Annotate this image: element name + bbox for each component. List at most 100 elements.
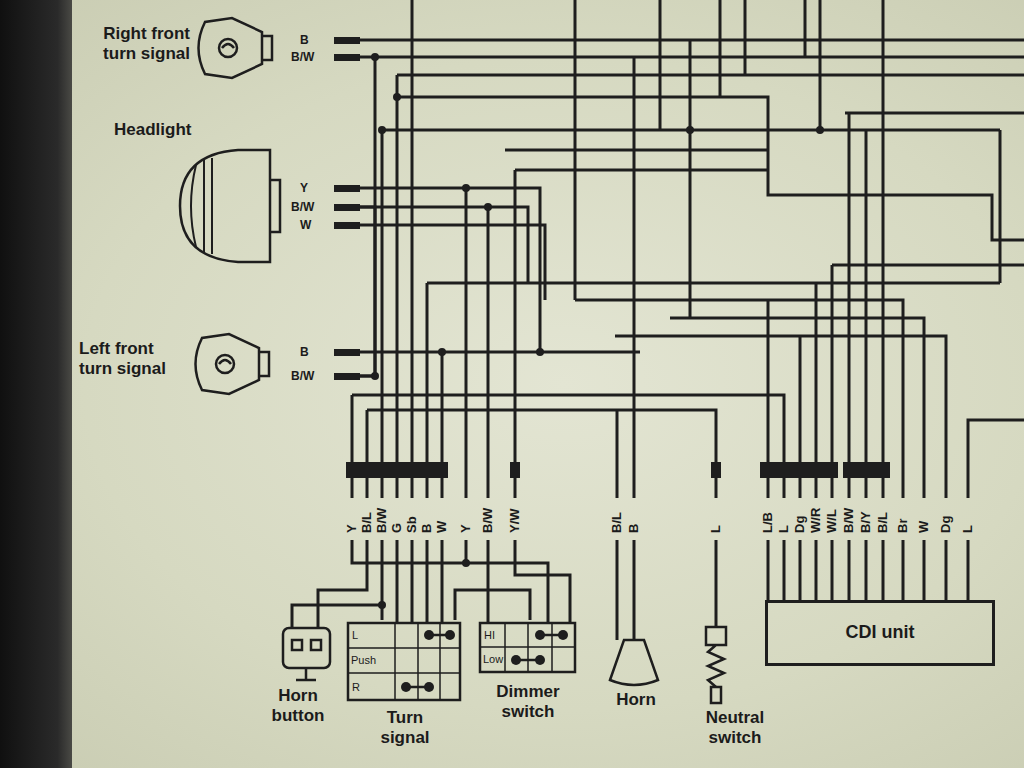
wire-color-code: Y (345, 524, 359, 533)
turn-signal-lamp: Right front turn signal (80, 18, 360, 82)
wire (292, 605, 382, 622)
wire-color-code: W (300, 218, 311, 232)
switch-table (480, 623, 575, 672)
switch-table (348, 623, 460, 700)
wire-color-code: W/R (809, 508, 823, 533)
wire-color-code: Y (300, 181, 308, 195)
bulb-symbol (216, 355, 234, 373)
contact-link (406, 635, 450, 687)
wire-color-code: W (917, 521, 931, 533)
lamp-symbol (199, 18, 273, 78)
wire-color-code: Sb (405, 516, 419, 533)
turn-signal-lamp: Left front turn signal (76, 335, 360, 395)
bulb-symbol (219, 39, 237, 57)
switch-position: R (352, 680, 360, 694)
wire (455, 590, 530, 620)
wire (360, 57, 375, 376)
lamp-symbol (196, 334, 270, 394)
component-name: Dimmer switch (484, 682, 572, 721)
headlight: Headlight (108, 118, 360, 268)
connector-block (760, 462, 838, 478)
wire-color-code: W (435, 521, 449, 533)
component-name: Horn button (256, 686, 340, 725)
wire (360, 207, 375, 376)
switch-position: Push (351, 653, 376, 667)
connector-block (843, 462, 890, 478)
plug (334, 349, 360, 356)
wire-color-code: B (627, 524, 641, 533)
contact-dot (535, 630, 545, 640)
junction-dots (371, 53, 824, 609)
wire-color-code: L/B (761, 512, 775, 533)
wire-color-code: B/W (291, 369, 314, 383)
junction-dot (393, 93, 401, 101)
wire-color-code: B (300, 345, 309, 359)
horn: Horn (598, 628, 678, 718)
junction-dot (378, 126, 386, 134)
wire-color-code: B/W (481, 508, 495, 533)
neutral-switch: Neutral switch (685, 612, 789, 760)
wire-color-code: B/W (375, 508, 389, 533)
wire-color-code: Br (896, 519, 910, 533)
contact-dot (511, 655, 521, 665)
plug (334, 54, 360, 61)
horn-button-symbol (283, 628, 330, 668)
contact-dot (445, 630, 455, 640)
junction-dot (686, 126, 694, 134)
connector-block (346, 462, 448, 478)
neutral-switch-symbol (706, 627, 726, 687)
wire-color-code: B/L (360, 512, 374, 533)
contact-dot (535, 655, 545, 665)
junction-dot (462, 559, 470, 567)
cdi-unit: CDI unit (765, 600, 995, 666)
component-name: CDI unit (768, 622, 992, 643)
switch-position: Low (483, 652, 503, 666)
wire-color-code: B/W (291, 200, 314, 214)
wire-color-code: G (390, 523, 404, 533)
component-name: Left front turn signal (79, 339, 191, 378)
wire-color-code: B (300, 33, 309, 47)
plug (334, 185, 360, 192)
wire-color-code: B (420, 524, 434, 533)
table-grid (480, 623, 575, 672)
plug (334, 204, 360, 211)
contact (292, 640, 302, 650)
contact-dot (558, 630, 568, 640)
wire-color-code: L (777, 525, 791, 533)
wire-color-code: L (961, 525, 975, 533)
wire-color-code: B/W (291, 50, 314, 64)
junction-dot (536, 348, 544, 356)
table-grid (348, 623, 460, 700)
wire-color-code: B/L (876, 512, 890, 533)
junction-dot (816, 126, 824, 134)
headlight-symbol (180, 150, 280, 262)
contact-dot (424, 682, 434, 692)
plug (334, 37, 360, 44)
wire-color-code: Dg (939, 516, 953, 533)
switch-position: L (352, 628, 358, 642)
junction-dot (484, 203, 492, 211)
horn-button: Horn button (256, 622, 344, 740)
wire-color-code: Y (459, 524, 473, 533)
component-name: Headlight (114, 120, 224, 140)
wire-color-code: B/Y (859, 511, 873, 533)
wire-color-code: W/L (825, 509, 839, 533)
lamp-symbols (180, 18, 280, 394)
headlight-lens (191, 158, 212, 254)
junction-dot (438, 348, 446, 356)
plug (334, 222, 360, 229)
switch-position: HI (484, 628, 495, 642)
photo-edge (0, 0, 72, 768)
wire-harness (292, 0, 1024, 640)
component-name: Right front turn signal (86, 24, 190, 63)
wire-color-code: B/L (610, 512, 624, 533)
turn-signal-switch: Turn signal (345, 620, 465, 760)
contact (311, 640, 321, 650)
filament (222, 44, 234, 48)
wire-color-code: L (709, 525, 723, 533)
connector-block (711, 462, 721, 478)
connector-block (510, 462, 520, 478)
